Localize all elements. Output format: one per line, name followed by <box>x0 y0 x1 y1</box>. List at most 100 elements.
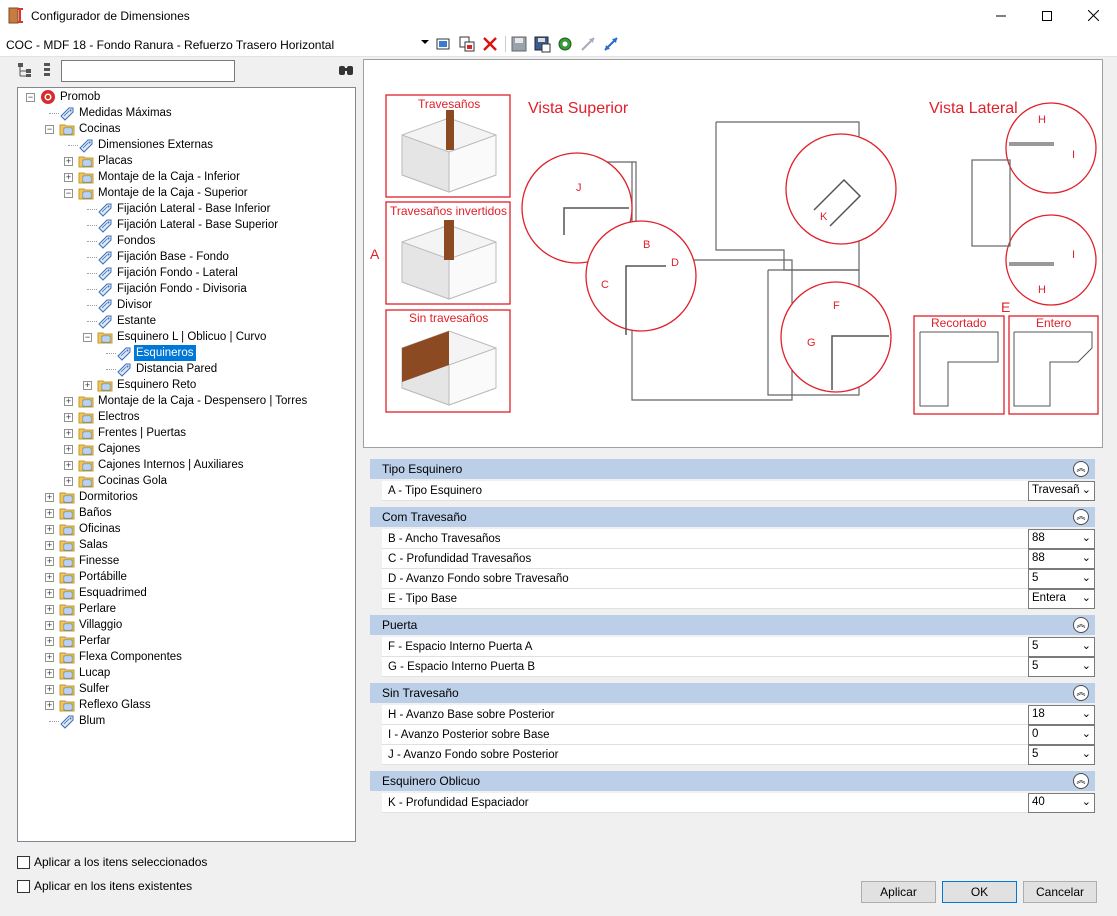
tree-item[interactable]: +Oficinas <box>18 521 355 537</box>
tree-expand-toggle[interactable]: + <box>64 172 73 182</box>
tree-expand-toggle[interactable]: + <box>45 540 54 550</box>
tree-expand-all-icon[interactable] <box>17 62 33 78</box>
binoculars-search-icon[interactable] <box>338 62 354 78</box>
property-category[interactable]: Com Travesaño︽ <box>370 507 1095 527</box>
tree-expand-toggle[interactable]: + <box>83 380 92 390</box>
tree-collapse-toggle[interactable]: − <box>83 332 92 342</box>
property-value-select[interactable]: 5⌄ <box>1028 569 1095 589</box>
property-value-select[interactable]: 5⌄ <box>1028 637 1095 657</box>
tree-item[interactable]: +Baños <box>18 505 355 521</box>
property-value-select[interactable]: 88⌄ <box>1028 529 1095 549</box>
save-as-icon[interactable] <box>533 35 551 53</box>
tree-search-input[interactable] <box>61 60 235 82</box>
minimize-button[interactable] <box>978 0 1024 31</box>
tree-item[interactable]: +Portábille <box>18 569 355 585</box>
delete-configuration-icon[interactable] <box>481 35 499 53</box>
property-category[interactable]: Tipo Esquinero︽ <box>370 459 1095 479</box>
tree-expand-toggle[interactable]: + <box>64 412 73 422</box>
collapse-category-icon[interactable]: ︽ <box>1073 685 1089 701</box>
tree-item[interactable]: +Cajones Internos | Auxiliares <box>18 457 355 473</box>
configuration-dropdown-icon[interactable] <box>421 40 429 46</box>
collapse-category-icon[interactable]: ︽ <box>1073 509 1089 525</box>
tree-collapse-toggle[interactable]: − <box>26 92 35 102</box>
tree-expand-toggle[interactable]: + <box>64 428 73 438</box>
close-button[interactable] <box>1070 0 1116 31</box>
tree-item[interactable]: Blum <box>18 713 355 729</box>
maximize-button[interactable] <box>1024 0 1070 31</box>
cancel-button[interactable]: Cancelar <box>1023 881 1097 903</box>
ok-button[interactable]: OK <box>942 881 1017 903</box>
property-category[interactable]: Puerta︽ <box>370 615 1095 635</box>
apply-existing-checkbox[interactable] <box>17 879 30 893</box>
tree-item[interactable]: +Perfar <box>18 633 355 649</box>
tree-item[interactable]: +Perlare <box>18 601 355 617</box>
tree-expand-toggle[interactable]: + <box>64 460 73 470</box>
tree-item[interactable]: +Lucap <box>18 665 355 681</box>
tree-expand-toggle[interactable]: + <box>45 652 54 662</box>
collapse-arrows-icon[interactable] <box>579 35 597 53</box>
tree-expand-toggle[interactable]: + <box>45 524 54 534</box>
tree-item[interactable]: +Frentes | Puertas <box>18 425 355 441</box>
tree-item[interactable]: Fondos <box>18 233 355 249</box>
tree-expand-toggle[interactable]: + <box>45 684 54 694</box>
tree-item[interactable]: +Placas <box>18 153 355 169</box>
tree-item[interactable]: Dimensiones Externas <box>18 137 355 153</box>
tree-collapse-toggle[interactable]: − <box>64 188 73 198</box>
property-value-select[interactable]: 5⌄ <box>1028 657 1095 677</box>
tree-item[interactable]: −Cocinas <box>18 121 355 137</box>
property-value-select[interactable]: Entera⌄ <box>1028 589 1095 609</box>
collapse-category-icon[interactable]: ︽ <box>1073 461 1089 477</box>
tree-item[interactable]: +Montaje de la Caja - Despensero | Torre… <box>18 393 355 409</box>
collapse-category-icon[interactable]: ︽ <box>1073 617 1089 633</box>
tree-item[interactable]: Distancia Pared <box>18 361 355 377</box>
tree-item[interactable]: Esquineros <box>18 345 355 361</box>
tree-expand-toggle[interactable]: + <box>45 588 54 598</box>
tree-item[interactable]: Fijación Fondo - Lateral <box>18 265 355 281</box>
save-icon[interactable] <box>510 35 528 53</box>
tree-expand-toggle[interactable]: + <box>45 572 54 582</box>
tree-item[interactable]: +Cajones <box>18 441 355 457</box>
tree-item[interactable]: Fijación Lateral - Base Superior <box>18 217 355 233</box>
tree-item[interactable]: Medidas Máximas <box>18 105 355 121</box>
tree-item[interactable]: +Electros <box>18 409 355 425</box>
tree-collapse-all-icon[interactable] <box>40 62 56 78</box>
property-value-select[interactable]: 40⌄ <box>1028 793 1095 813</box>
tree-expand-toggle[interactable]: + <box>45 492 54 502</box>
tree-item[interactable]: −Promob <box>18 89 355 105</box>
tree-item[interactable]: Fijación Lateral - Base Inferior <box>18 201 355 217</box>
tree-item[interactable]: +Reflexo Glass <box>18 697 355 713</box>
tree-expand-toggle[interactable]: + <box>45 636 54 646</box>
tree-expand-toggle[interactable]: + <box>45 604 54 614</box>
tree-item[interactable]: +Sulfer <box>18 681 355 697</box>
tree-expand-toggle[interactable]: + <box>45 700 54 710</box>
property-category[interactable]: Sin Travesaño︽ <box>370 683 1095 703</box>
tree-item[interactable]: +Dormitorios <box>18 489 355 505</box>
expand-arrows-icon[interactable] <box>602 35 620 53</box>
apply-existing-checkbox-row[interactable]: Aplicar en los itens existentes <box>17 878 192 894</box>
tree-item[interactable]: +Finesse <box>18 553 355 569</box>
tree-item[interactable]: Estante <box>18 313 355 329</box>
tree-item[interactable]: −Montaje de la Caja - Superior <box>18 185 355 201</box>
apply-selected-checkbox[interactable] <box>17 855 30 869</box>
property-value-select[interactable]: 5⌄ <box>1028 745 1095 765</box>
tree-item[interactable]: +Montaje de la Caja - Inferior <box>18 169 355 185</box>
tree-expand-toggle[interactable]: + <box>45 556 54 566</box>
property-category[interactable]: Esquinero Oblicuo︽ <box>370 771 1095 791</box>
apply-selected-checkbox-row[interactable]: Aplicar a los itens seleccionados <box>17 854 207 870</box>
tree-item[interactable]: +Flexa Componentes <box>18 649 355 665</box>
tree-item[interactable]: +Salas <box>18 537 355 553</box>
tree-item[interactable]: Fijación Base - Fondo <box>18 249 355 265</box>
tree-item[interactable]: Fijación Fondo - Divisoria <box>18 281 355 297</box>
copy-configuration-icon[interactable] <box>458 35 476 53</box>
tree-item[interactable]: +Esquadrimed <box>18 585 355 601</box>
property-value-select[interactable]: Travesañ⌄ <box>1028 481 1095 501</box>
collapse-category-icon[interactable]: ︽ <box>1073 773 1089 789</box>
property-value-select[interactable]: 18⌄ <box>1028 705 1095 725</box>
tree-item[interactable]: −Esquinero L | Oblicuo | Curvo <box>18 329 355 345</box>
tree-expand-toggle[interactable]: + <box>64 396 73 406</box>
tree-expand-toggle[interactable]: + <box>45 668 54 678</box>
tree-item[interactable]: Divisor <box>18 297 355 313</box>
settings-gear-icon[interactable] <box>556 35 574 53</box>
property-value-select[interactable]: 0⌄ <box>1028 725 1095 745</box>
